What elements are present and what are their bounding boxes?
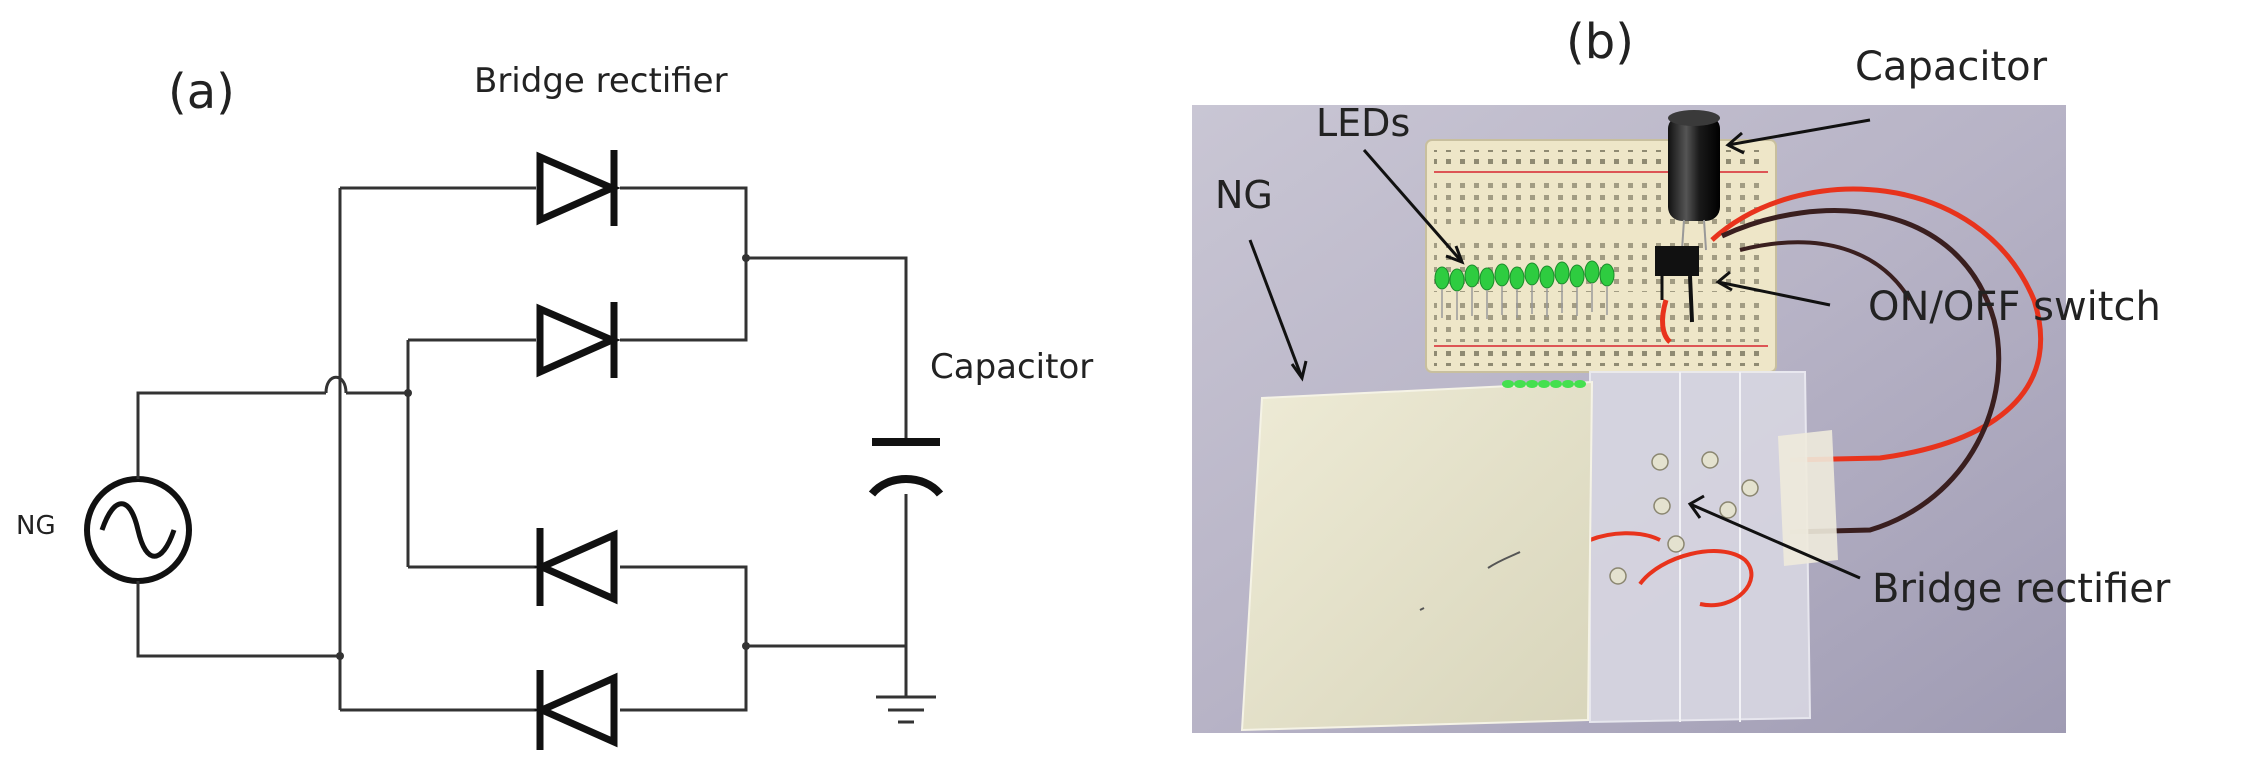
circuit-wires — [136, 186, 908, 712]
diode-1 — [536, 150, 621, 226]
led-row — [1434, 260, 1615, 320]
junction-dots — [336, 254, 750, 660]
ac-source-symbol — [84, 476, 192, 584]
connection-wires — [1660, 186, 2044, 535]
breadboard — [1425, 139, 1777, 373]
rectifier-sheet — [1589, 371, 1838, 724]
panel-a-schematic: (a) Bridge rectifier NG — [16, 61, 1093, 750]
capacitor-label-a: Capacitor — [930, 347, 1093, 387]
diode-4 — [533, 670, 618, 750]
diode-2 — [536, 302, 621, 378]
panel-a-label: (a) — [168, 64, 235, 120]
callout-ng: NG — [1215, 173, 1273, 217]
ng-film — [1240, 380, 1594, 732]
callout-leds: LEDs — [1316, 101, 1410, 145]
diode-3 — [533, 528, 618, 606]
source-label: NG — [16, 511, 56, 541]
callout-arrows — [1248, 118, 1871, 580]
panel-b-photo: (b) — [1192, 14, 2171, 733]
ground-symbol — [876, 695, 936, 724]
capacitor-component — [1668, 110, 1720, 251]
on-off-switch — [1655, 246, 1699, 323]
capacitor-symbol — [868, 438, 944, 497]
panel-b-label: (b) — [1566, 14, 1634, 70]
bridge-rectifier-title: Bridge rectifier — [474, 61, 728, 101]
callout-switch: ON/OFF switch — [1868, 284, 2161, 330]
callout-capacitor: Capacitor — [1855, 44, 2048, 90]
callout-rectifier: Bridge rectifier — [1872, 566, 2171, 612]
